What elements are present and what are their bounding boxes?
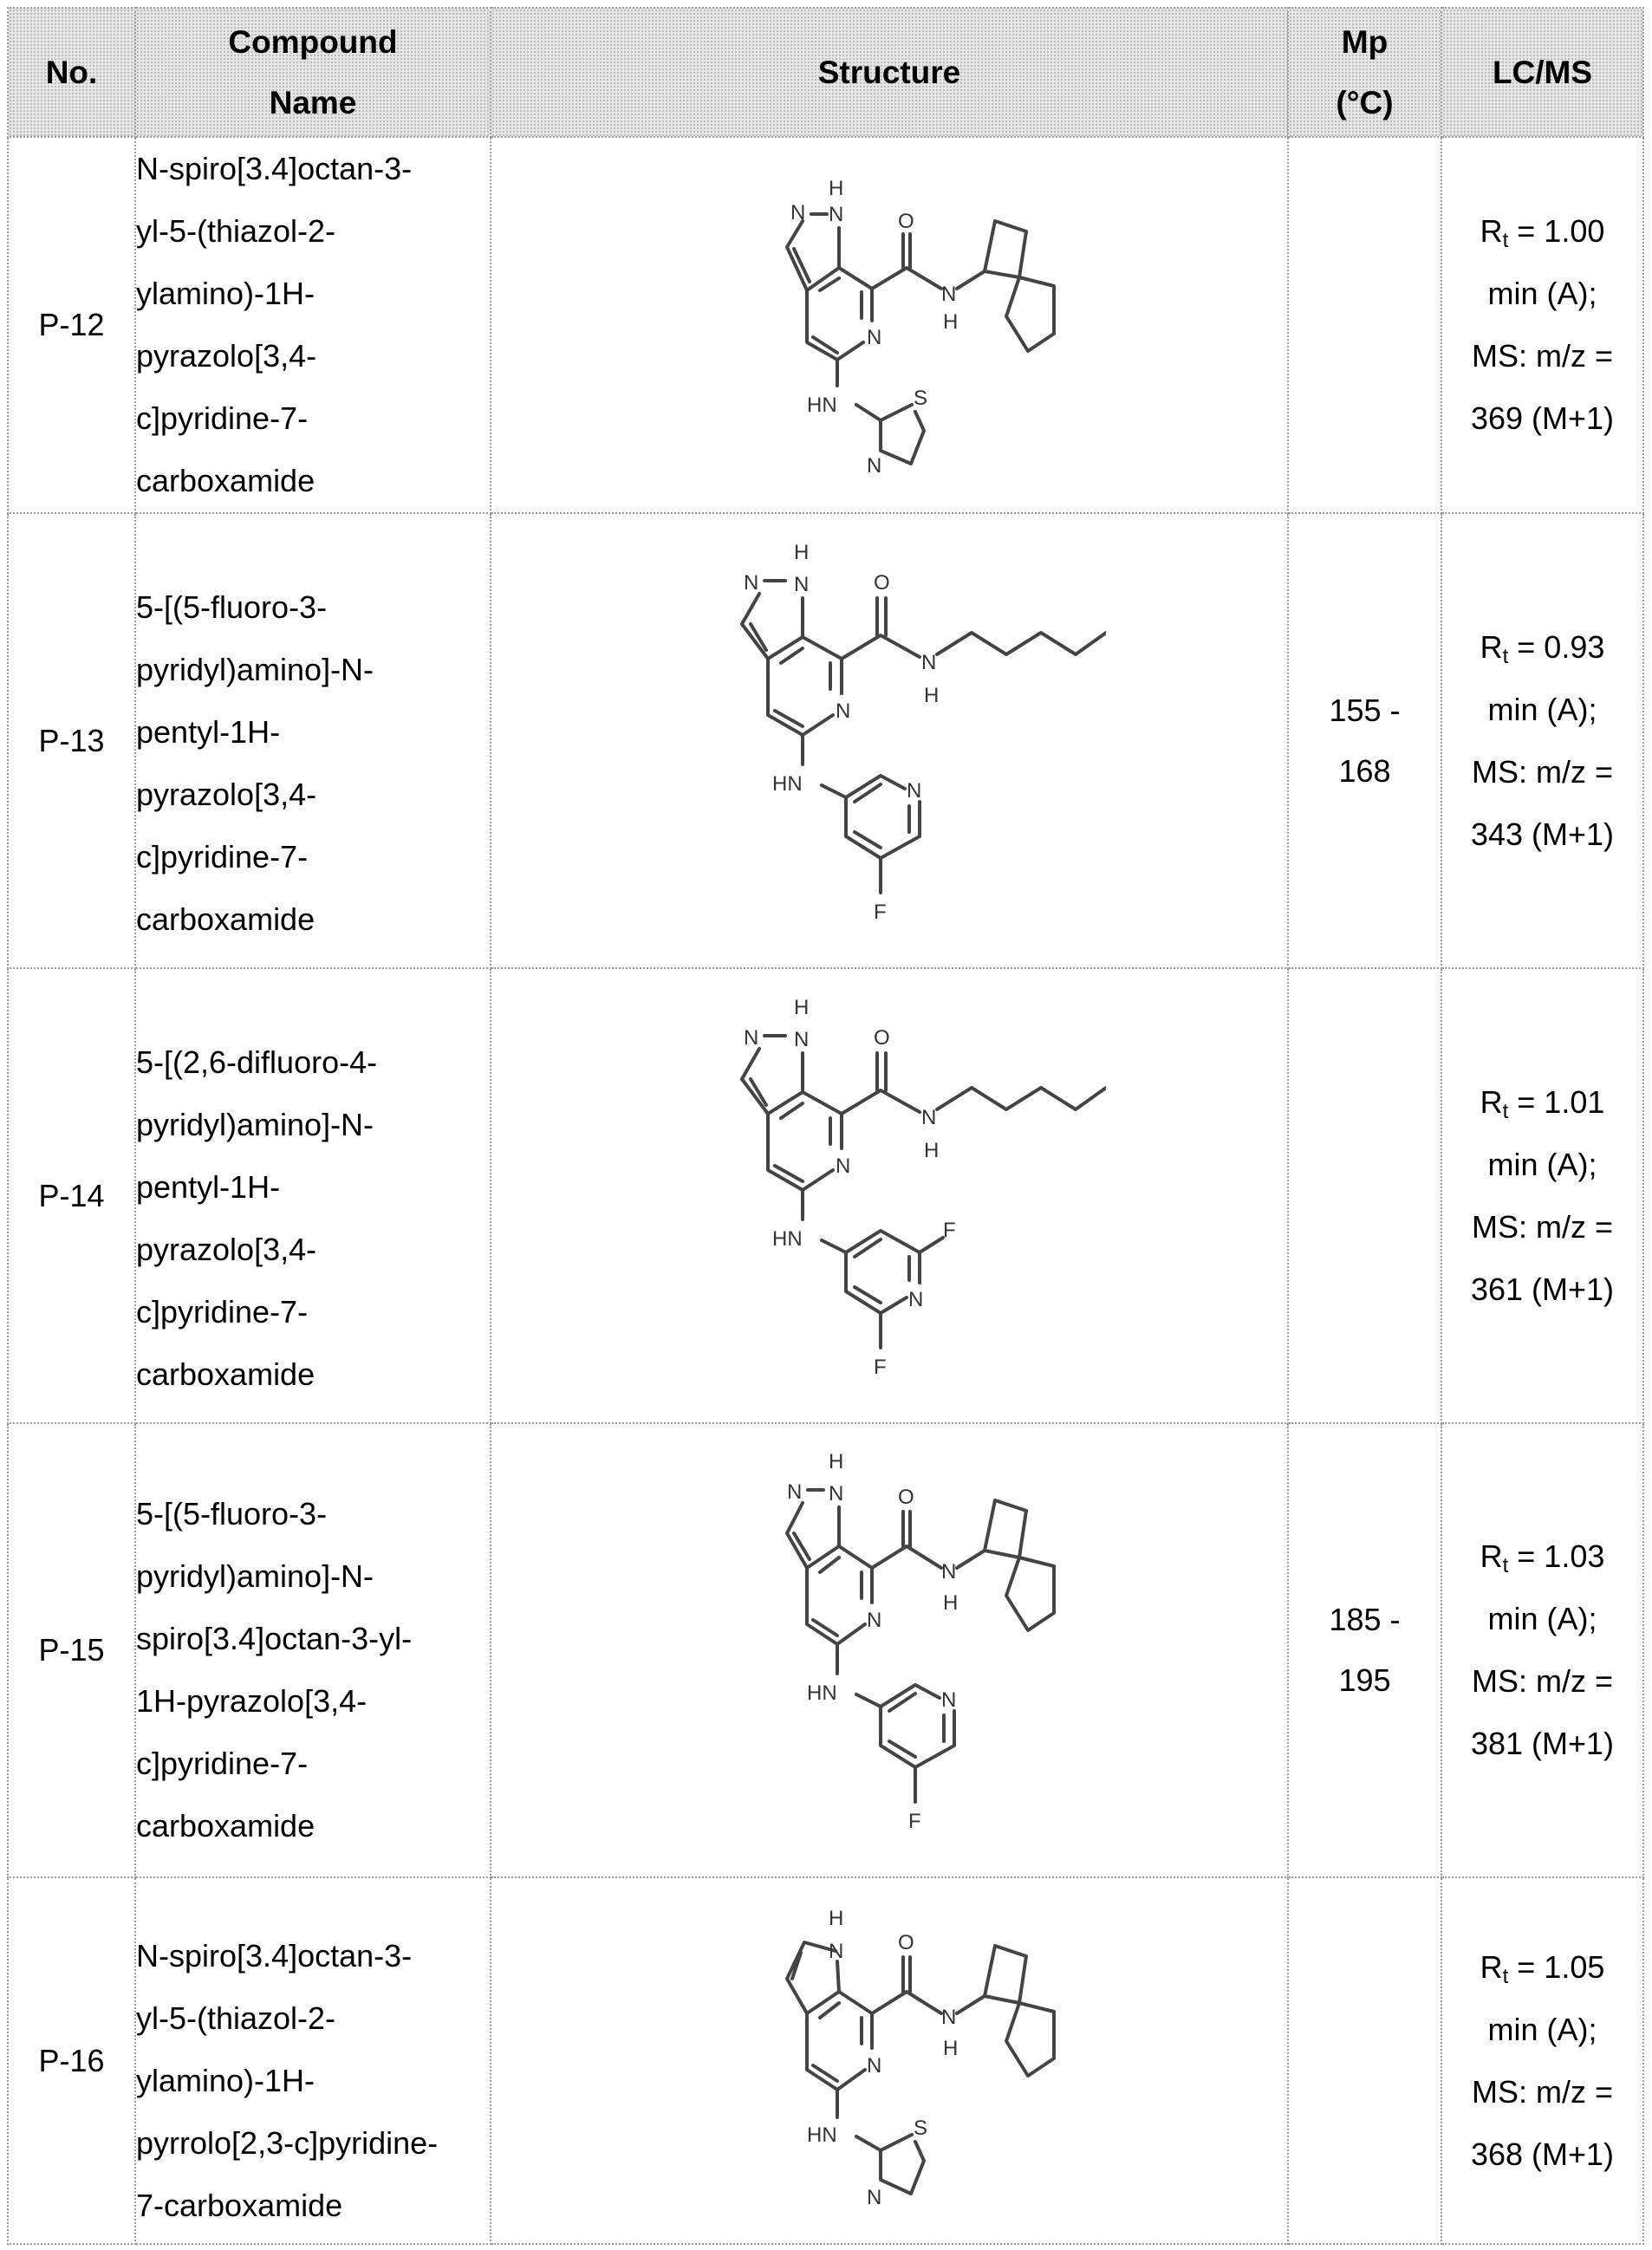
svg-text:N: N: [794, 1028, 809, 1051]
melting-point: [1287, 967, 1442, 1424]
svg-text:N: N: [908, 1288, 923, 1311]
svg-text:N: N: [867, 2186, 881, 2209]
svg-text:N: N: [921, 1106, 936, 1129]
svg-text:HN: HN: [772, 1227, 803, 1251]
svg-text:H: H: [829, 177, 843, 200]
compound-number: P-14: [7, 967, 136, 1424]
lcms-data: Rt = 1.03 min (A); MS: m/z = 381 (M+1): [1441, 1422, 1644, 1878]
svg-text:N: N: [787, 1480, 802, 1504]
chemical-structure-image: N H N O N H HN S N: [785, 1907, 1056, 2209]
structure-cell: N H N O N H HN S N: [490, 1876, 1289, 2245]
chemical-structure-image: N N H N O N H HN N: [740, 541, 1106, 924]
table-row: P-14 5-[(2,6-difluoro-4- pyridyl)amino]-…: [7, 967, 1644, 1424]
lcms-data: Rt = 1.00 min (A); MS: m/z = 369 (M+1): [1441, 136, 1644, 514]
svg-text:O: O: [874, 1026, 890, 1050]
svg-text:F: F: [908, 1810, 921, 1833]
chemical-structure-image: N N H N O N H HN N F: [740, 996, 1106, 1379]
svg-text:H: H: [829, 1907, 843, 1930]
svg-text:N: N: [744, 571, 758, 595]
svg-text:O: O: [898, 1486, 914, 1509]
compound-name: N-spiro[3.4]octan-3- yl-5-(thiazol-2- yl…: [134, 1876, 491, 2245]
structure-cell: N N H N O N H HN N F: [490, 967, 1289, 1424]
svg-text:H: H: [794, 541, 809, 564]
svg-text:F: F: [874, 901, 887, 924]
svg-text:N: N: [829, 203, 843, 226]
compound-name: 5-[(2,6-difluoro-4- pyridyl)amino]-N- pe…: [134, 967, 491, 1424]
structure-cell: N N H N O N H HN: [490, 136, 1289, 514]
compound-number: P-13: [7, 512, 136, 969]
chemical-structure-image: N N H N O N H HN: [785, 177, 1056, 478]
lcms-data: Rt = 1.01 min (A); MS: m/z = 361 (M+1): [1441, 967, 1644, 1424]
svg-text:N: N: [836, 699, 850, 723]
compound-name: 5-[(5-fluoro-3- pyridyl)amino]-N- spiro[…: [134, 1422, 491, 1878]
table-row: P-16 N-spiro[3.4]octan-3- yl-5-(thiazol-…: [7, 1876, 1644, 2245]
compound-number: P-12: [7, 136, 136, 514]
header-structure: Structure: [490, 7, 1289, 138]
svg-text:N: N: [941, 283, 956, 306]
svg-text:H: H: [924, 1139, 939, 1162]
svg-text:N: N: [790, 201, 805, 224]
svg-text:H: H: [794, 996, 809, 1019]
table-row: P-12 N-spiro[3.4]octan-3- yl-5-(thiazol-…: [7, 136, 1644, 514]
lcms-data: Rt = 1.05 min (A); MS: m/z = 368 (M+1): [1441, 1876, 1644, 2245]
chemical-structure-image: N N H N O N H HN N: [785, 1450, 1056, 1833]
header-row: No. Compound Name Structure Mp (°C) LC/M…: [7, 7, 1644, 138]
table-row: P-15 5-[(5-fluoro-3- pyridyl)amino]-N- s…: [7, 1422, 1644, 1878]
svg-text:N: N: [867, 2054, 881, 2078]
svg-text:HN: HN: [807, 1681, 837, 1705]
svg-text:N: N: [867, 326, 881, 349]
svg-text:H: H: [943, 1591, 958, 1615]
svg-text:N: N: [867, 454, 881, 478]
svg-text:O: O: [874, 571, 890, 595]
svg-text:N: N: [941, 2006, 956, 2029]
header-mp: Mp (°C): [1287, 7, 1442, 138]
structure-cell: N N H N O N H HN N: [490, 512, 1289, 969]
svg-text:N: N: [941, 1688, 956, 1712]
svg-text:H: H: [829, 1450, 843, 1473]
melting-point: 155 - 168: [1287, 512, 1442, 969]
header-no: No.: [7, 7, 136, 138]
svg-text:N: N: [829, 1940, 843, 1963]
melting-point: [1287, 1876, 1442, 2245]
svg-text:N: N: [921, 651, 936, 674]
compound-name: 5-[(5-fluoro-3- pyridyl)amino]-N- pentyl…: [134, 512, 491, 969]
compound-table: No. Compound Name Structure Mp (°C) LC/M…: [7, 7, 1644, 2245]
table-row: P-13 5-[(5-fluoro-3- pyridyl)amino]-N- p…: [7, 512, 1644, 969]
lcms-data: Rt = 0.93 min (A); MS: m/z = 343 (M+1): [1441, 512, 1644, 969]
svg-text:N: N: [867, 1609, 881, 1632]
svg-text:O: O: [898, 1931, 914, 1954]
svg-text:H: H: [943, 2037, 958, 2060]
compound-number: P-16: [7, 1876, 136, 2245]
header-lcms: LC/MS: [1441, 7, 1644, 138]
svg-text:N: N: [794, 573, 809, 596]
svg-text:HN: HN: [807, 393, 837, 417]
svg-text:N: N: [941, 1560, 956, 1583]
svg-text:N: N: [836, 1154, 850, 1178]
svg-text:H: H: [943, 310, 958, 334]
svg-text:N: N: [744, 1026, 758, 1050]
header-compound-name: Compound Name: [134, 7, 491, 138]
melting-point: 185 - 195: [1287, 1422, 1442, 1878]
melting-point: [1287, 136, 1442, 514]
structure-cell: N N H N O N H HN N: [490, 1422, 1289, 1878]
svg-text:F: F: [874, 1356, 887, 1379]
compound-number: P-15: [7, 1422, 136, 1878]
svg-text:HN: HN: [807, 2123, 837, 2147]
svg-text:O: O: [898, 210, 914, 233]
svg-text:H: H: [924, 684, 939, 707]
svg-text:N: N: [829, 1482, 843, 1505]
compound-name: N-spiro[3.4]octan-3- yl-5-(thiazol-2- yl…: [134, 136, 491, 514]
svg-text:S: S: [914, 2117, 927, 2140]
svg-text:N: N: [907, 779, 921, 803]
svg-text:F: F: [943, 1219, 956, 1242]
svg-text:HN: HN: [772, 772, 803, 796]
svg-text:S: S: [914, 387, 927, 410]
